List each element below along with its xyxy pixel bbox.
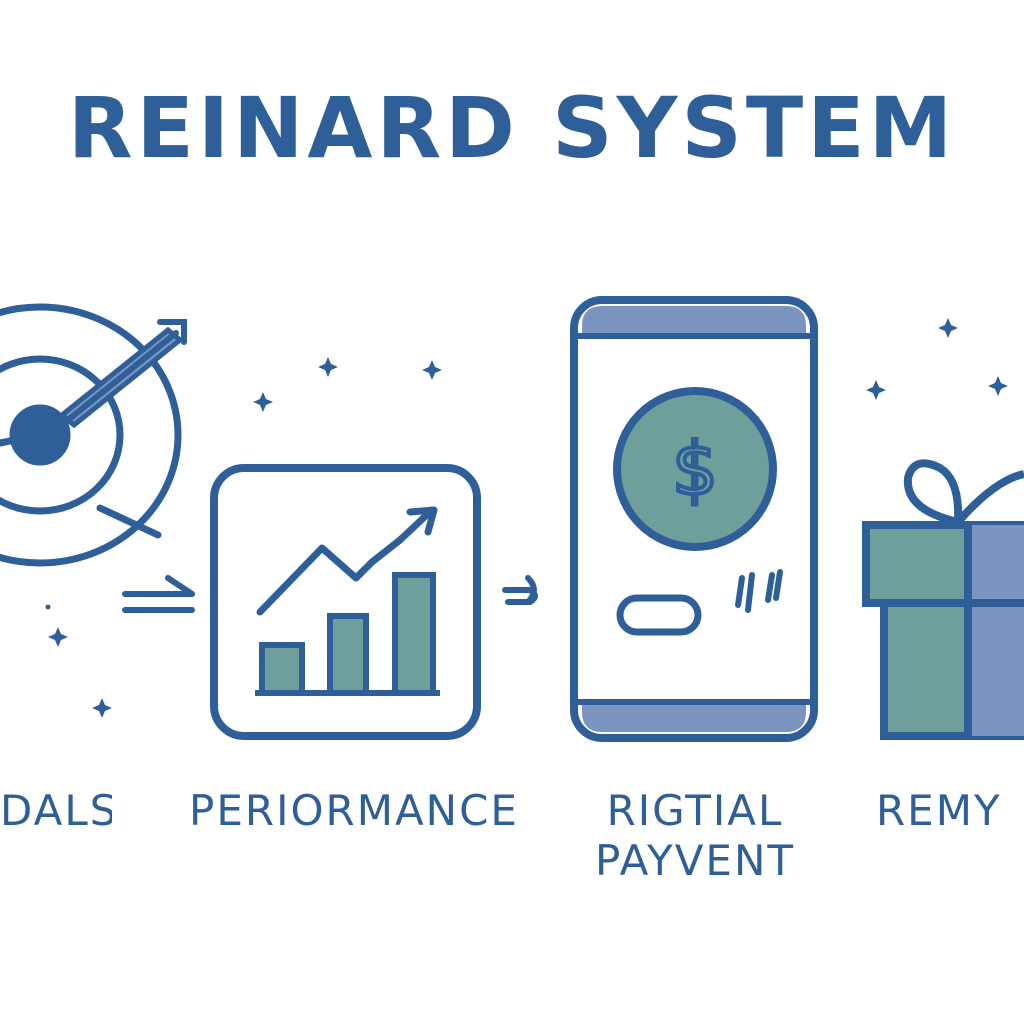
chart-bar-2 [327,613,369,696]
sparkle-icon [253,392,273,412]
sparkle-icon [988,376,1008,396]
coin [613,387,777,551]
phone-button [616,594,702,636]
phone-dollar-icon: $ [570,296,818,742]
target-outer-ring [0,303,182,567]
step-label-payment-line2: PAYVENT [594,836,796,885]
trend-line [256,506,436,616]
step-label-goals: DALS [0,786,112,835]
arrow-fletching [157,319,187,345]
sparkle-icon [422,360,442,380]
phone-bottom-bar [582,702,806,732]
sparkle-icon [318,357,338,377]
gift-box-icon [862,459,1024,740]
sparkle-icon [48,627,68,647]
gift-ribbon [968,525,1024,736]
dollar-sign-icon: $ [672,427,718,511]
sparkle-icon [866,380,886,400]
chart-bar-1 [259,642,305,696]
step-label-payment-line1: RIGTIAL [606,786,784,835]
connector-arrow-1 [122,575,195,613]
bow-left-loop [903,459,963,527]
target-inner-ring [0,355,124,515]
trend-arrowhead [406,506,438,536]
chart-bar-3 [392,572,436,696]
step-label-payment: RIGTIAL PAYVENT [570,786,820,886]
step-label-reward: REMY [876,786,1002,835]
growth-chart-icon [210,464,481,740]
step-label-performance: PERIORMANCE [189,786,519,835]
phone-top-bar [582,306,806,336]
diagram-title: REINARD SYSTEM [67,79,957,177]
sparkle-icon [92,698,112,718]
target-ring-stroke [96,504,162,539]
target-with-arrow-icon [0,303,187,567]
connector-arrow-2 [502,575,538,605]
sparkle-icon [938,318,958,338]
sparkle-icons [45,318,1008,718]
contactless-marks [735,569,783,613]
